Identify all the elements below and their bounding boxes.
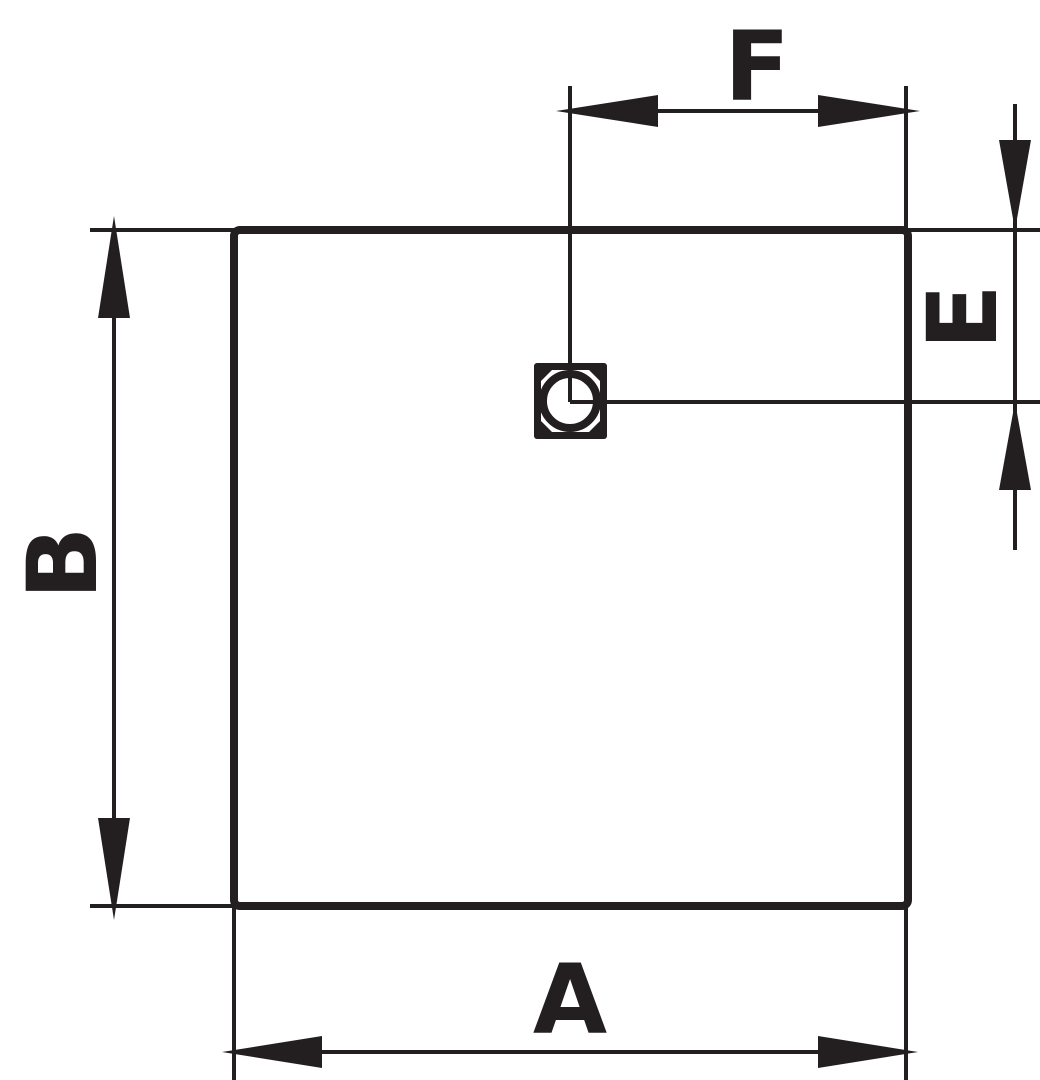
fitting-corner-br <box>589 421 600 432</box>
fitting-corner-bl <box>541 421 552 432</box>
dimension-b: B <box>7 216 130 920</box>
dimension-a: A <box>222 944 918 1068</box>
arrowhead-f-left <box>556 95 658 127</box>
label-e: E <box>907 284 1019 350</box>
dimension-e: E <box>907 104 1031 550</box>
arrowhead-a-right <box>818 1036 918 1068</box>
dimension-f: F <box>556 11 920 127</box>
arrowhead-e-top <box>999 140 1031 230</box>
fitting-corner-tr <box>589 370 600 381</box>
drain-fitting-icon <box>534 363 607 439</box>
label-b: B <box>7 526 119 599</box>
label-a: A <box>533 944 607 1056</box>
fitting-corner-tl <box>541 370 552 381</box>
arrowhead-f-right <box>818 95 920 127</box>
arrowhead-b-top <box>98 216 130 318</box>
label-f: F <box>724 11 790 123</box>
arrowhead-a-left <box>222 1036 322 1068</box>
arrowhead-b-bottom <box>98 818 130 920</box>
arrowhead-e-bottom <box>999 402 1031 490</box>
